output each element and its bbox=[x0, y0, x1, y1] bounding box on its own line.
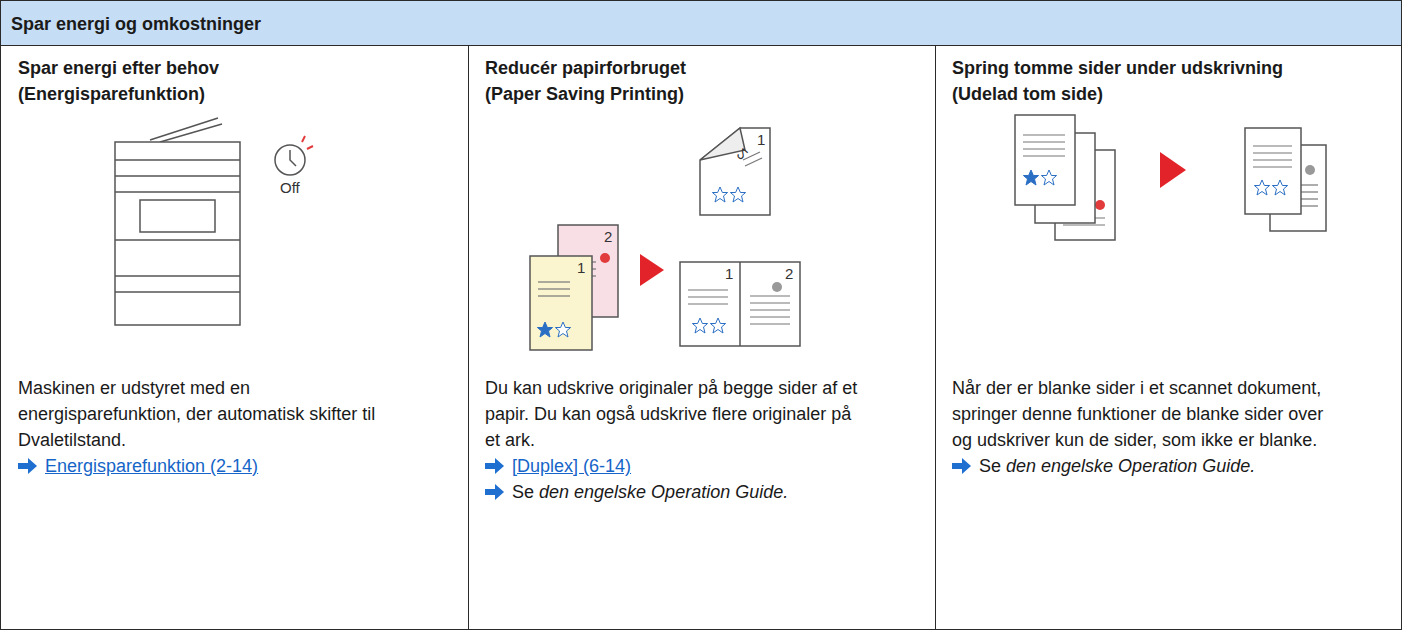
blank-skip-drawing bbox=[1015, 115, 1326, 240]
header-band: Spar energi og omkostninger bbox=[0, 0, 1402, 46]
link-arrow-icon bbox=[485, 484, 505, 500]
reference-note: Se bbox=[512, 479, 534, 505]
duplex-drawing bbox=[530, 128, 800, 350]
feature-cell: Reducér papirforbruget(Paper Saving Prin… bbox=[468, 45, 936, 630]
feature-cell: Spring tomme sider under udskrivning(Ude… bbox=[935, 45, 1402, 630]
link-arrow-icon bbox=[18, 458, 38, 474]
link-arrow-icon bbox=[485, 458, 505, 474]
column-heading: Spar energi efter behov bbox=[18, 55, 219, 81]
reference-note: den engelske Operation Guide. bbox=[1006, 453, 1255, 479]
wake-marks bbox=[302, 136, 313, 149]
section-title: Spar energi og omkostninger bbox=[11, 11, 261, 37]
page-number: 1 bbox=[577, 260, 585, 276]
column-heading: (Udelad tom side) bbox=[952, 81, 1103, 107]
column-heading: Spring tomme sider under udskrivning bbox=[952, 55, 1283, 81]
reference-link: [Duplex] (6-14) bbox=[512, 453, 631, 479]
reference-note: Se bbox=[979, 453, 1001, 479]
feature-cell: Spar energi efter behov(Energisparefunkt… bbox=[0, 45, 469, 630]
reference-link: Energisparefunktion (2-14) bbox=[45, 453, 258, 479]
description-text: Når der er blanke sider i et scannet dok… bbox=[952, 375, 1336, 453]
column-heading: (Paper Saving Printing) bbox=[485, 81, 684, 107]
reference-note: den engelske Operation Guide. bbox=[539, 479, 788, 505]
page-number: 2 bbox=[785, 266, 793, 282]
link-arrow-icon bbox=[952, 458, 972, 474]
column-heading: Reducér papirforbruget bbox=[485, 55, 686, 81]
column-heading: (Energisparefunktion) bbox=[18, 81, 205, 107]
printer-drawing bbox=[115, 118, 305, 325]
page-number: 2 bbox=[604, 229, 612, 245]
page-number: 1 bbox=[725, 266, 733, 282]
description-text: Du kan udskrive originaler på begge side… bbox=[485, 375, 869, 453]
page-number: 1 bbox=[757, 132, 765, 148]
timer-label: Off bbox=[280, 180, 300, 196]
description-text: Maskinen er udstyret med en energisparef… bbox=[18, 375, 402, 453]
